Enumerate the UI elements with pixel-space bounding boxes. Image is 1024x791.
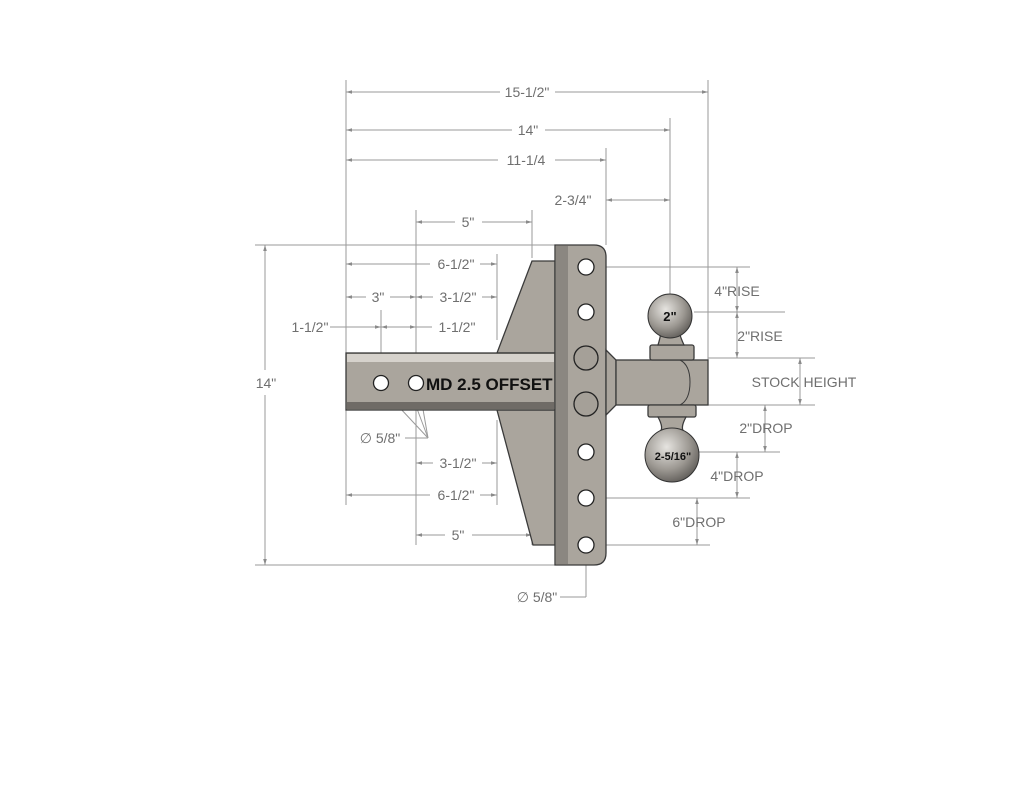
upper-gusset [496, 260, 556, 354]
dim-top-3: 3" [372, 289, 385, 305]
shank-hole [372, 374, 390, 392]
dim-overall-length: 15-1/2" [505, 84, 550, 100]
upper-ball [647, 293, 693, 339]
dimension-arrows [263, 90, 802, 565]
lower-ball-size: 2-5/16" [655, 451, 691, 463]
dim-left-1-1-2: 1-1/2" [292, 319, 329, 335]
dim-top-3-1-2: 3-1/2" [440, 289, 477, 305]
shank-hole [407, 374, 425, 392]
dimension-labels: 15-1/2" 14" 11-1/4 2-3/4" 5" 6-1/2" 3" 3… [256, 84, 857, 605]
dim-height: 14" [256, 375, 277, 391]
dim-rise-4: 4"RISE [714, 283, 759, 299]
dim-plate-to-ball: 2-3/4" [555, 192, 592, 208]
dim-right-1-1-2: 1-1/2" [439, 319, 476, 335]
dim-bottom-3-1-2: 3-1/2" [440, 455, 477, 471]
lower-gusset [496, 409, 556, 546]
dim-bottom-6-1-2: 6-1/2" [438, 487, 475, 503]
dim-top-6-1-2: 6-1/2" [438, 256, 475, 272]
lower-ball [644, 427, 700, 483]
dim-plate-hole-dia: ∅ 5/8" [517, 589, 558, 605]
dim-stock-height: STOCK HEIGHT [752, 374, 857, 390]
dim-bottom-5: 5" [452, 527, 465, 543]
upper-ball-base [649, 344, 695, 361]
plate-holes [573, 258, 599, 554]
dim-drop-4: 4"DROP [710, 468, 763, 484]
model-label: MD 2.5 OFFSET [426, 375, 553, 394]
hitch-part: MD 2.5 OFFSET 2" 2-5/16" [345, 244, 709, 566]
dim-drop-2: 2"DROP [739, 420, 792, 436]
dim-rise-2: 2"RISE [737, 328, 782, 344]
dim-drop-6: 6"DROP [672, 514, 725, 530]
dim-to-upper-ball: 14" [518, 122, 539, 138]
lower-ball-base [647, 404, 697, 418]
dim-hole-dia: ∅ 5/8" [360, 430, 401, 446]
ball-mount [615, 359, 709, 406]
upper-ball-size: 2" [663, 309, 676, 324]
dim-to-plate: 11-1/4 [507, 152, 546, 168]
dim-top-5: 5" [462, 214, 475, 230]
